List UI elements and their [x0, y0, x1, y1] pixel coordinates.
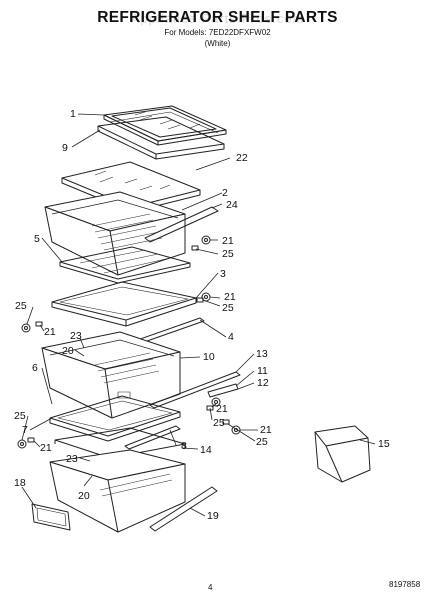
callout-4: 4 — [228, 331, 234, 343]
part-7-shelf-frame — [49, 395, 181, 442]
watermark: Appliance Parts Pros.com — [130, 11, 305, 26]
callout-21-e: 21 — [260, 424, 272, 436]
callout-10: 10 — [203, 351, 215, 363]
part-19-rod — [149, 486, 218, 532]
callout-25-e: 25 — [213, 417, 225, 429]
callout-21-f: 21 — [40, 442, 52, 454]
callout-21-b: 21 — [224, 291, 236, 303]
callout-25-d: 25 — [14, 410, 26, 422]
part-2-crisper-drawer — [44, 191, 186, 276]
part-15-door-bin — [314, 425, 371, 483]
callout-25-f: 25 — [256, 436, 268, 448]
callout-7: 7 — [22, 424, 28, 436]
part-18-plate — [31, 503, 71, 531]
callout-21-d: 21 — [216, 403, 228, 415]
callout-21-a: 21 — [222, 235, 234, 247]
callout-19: 19 — [207, 510, 219, 522]
part-1-glass-shelf — [103, 105, 227, 146]
callout-23-b: 23 — [66, 453, 78, 465]
bottom-drawer — [49, 449, 186, 533]
part-9-shelf-frame — [97, 116, 225, 160]
callout-labels: 1 9 22 2 24 5 21 25 3 25 21 25 21 4 23 2… — [14, 108, 390, 522]
callout-9: 9 — [62, 142, 68, 154]
callout-14: 14 — [200, 444, 212, 456]
callout-15: 15 — [378, 438, 390, 450]
color-line: (White) — [204, 39, 231, 48]
callout-21-c: 21 — [44, 326, 56, 338]
part-24-rail — [144, 206, 219, 243]
page-title: REFRIGERATOR SHELF PARTS — [97, 9, 338, 26]
page-number: 4 — [208, 583, 213, 592]
callout-1: 1 — [70, 108, 76, 120]
callout-6: 6 — [32, 362, 38, 374]
callout-25-a: 25 — [222, 248, 234, 260]
callout-20-b: 20 — [78, 490, 90, 502]
leader-lines — [21, 113, 376, 517]
models-line: For Models: 7ED22DFXFW02 — [164, 28, 271, 37]
callout-2: 2 — [222, 187, 228, 199]
part-13-rail — [149, 371, 241, 409]
callout-25-c: 25 — [222, 302, 234, 314]
callout-22: 22 — [236, 152, 248, 164]
callout-12: 12 — [257, 377, 269, 389]
callout-13: 13 — [256, 348, 268, 360]
callout-25-b: 25 — [15, 300, 27, 312]
callout-24: 24 — [226, 199, 238, 211]
callout-18: 18 — [14, 477, 26, 489]
callout-8: 8 — [181, 440, 187, 452]
part-14-cover — [54, 427, 186, 459]
callout-23-a: 23 — [70, 330, 82, 342]
callout-3: 3 — [220, 268, 226, 280]
callout-5: 5 — [34, 233, 40, 245]
callout-20-a: 20 — [62, 345, 74, 357]
part-10-crisper-drawer — [41, 331, 181, 419]
part-3-shelf-frame — [51, 281, 197, 327]
document-number: 8197858 — [389, 580, 421, 589]
callout-11: 11 — [257, 365, 268, 377]
part-8-rail — [124, 425, 181, 450]
